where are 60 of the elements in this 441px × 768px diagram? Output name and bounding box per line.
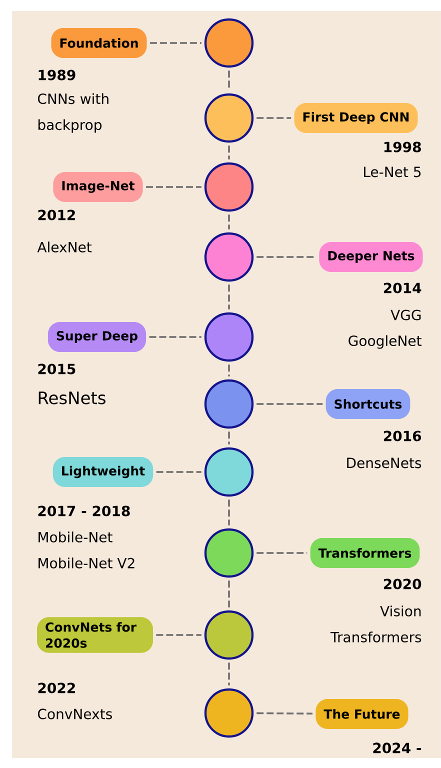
connector-line: [256, 712, 312, 715]
milestone-pill: Lightweight: [52, 457, 154, 487]
milestone-pill: Shortcuts: [326, 389, 410, 419]
connector-line: [228, 364, 230, 376]
description-text: VGG: [390, 310, 421, 320]
milestone-pill: Super Deep: [48, 322, 146, 352]
description-text: GoogleNet: [348, 335, 422, 349]
connector-line: [156, 471, 202, 473]
year-label: 2016: [384, 430, 422, 442]
description-text: ConvNexts: [38, 708, 112, 720]
connector-line: [228, 580, 230, 608]
timeline-circle: [204, 379, 254, 429]
milestone-pill: Deeper Nets: [319, 242, 423, 272]
connector-line: [228, 146, 230, 160]
description-text: AlexNet: [37, 242, 92, 252]
connector-line: [146, 186, 202, 188]
description-text: Mobile-Net V2: [38, 558, 134, 568]
description-text: Mobile-Net: [38, 532, 112, 542]
milestone-pill: First Deep CNN: [294, 103, 418, 133]
year-label: 2024 -: [373, 742, 422, 754]
connector-line: [228, 70, 230, 90]
description-text: Vision Transformers: [330, 606, 422, 642]
timeline-circle: [204, 312, 254, 362]
connector-line: [256, 117, 292, 119]
description-text: ResNets: [38, 392, 106, 404]
timeline-circle: [204, 232, 254, 282]
milestone-pill: The Future: [316, 699, 408, 729]
timeline-circle: [204, 447, 254, 497]
year-label: 2022: [38, 682, 75, 694]
timeline-circle: [204, 688, 254, 738]
year-label: 1998: [384, 142, 421, 152]
connector-line: [256, 403, 323, 405]
milestone-pill: Foundation: [51, 28, 147, 58]
milestone-pill: Transformers: [310, 538, 420, 568]
connector-line: [149, 336, 202, 338]
connector-line: [256, 256, 316, 258]
timeline-circle: [204, 162, 254, 212]
description-text: Le-Net 5: [364, 166, 421, 178]
timeline-circle: [204, 610, 254, 660]
year-label: 2015: [38, 364, 76, 374]
connector-line: [156, 634, 202, 636]
year-label: 2014: [384, 282, 422, 294]
year-label: 2020: [384, 578, 422, 590]
description-text: DenseNets: [347, 458, 422, 468]
timeline-circle: [204, 93, 254, 143]
connector-line: [256, 552, 308, 554]
milestone-pill: ConvNets for 2020s: [37, 617, 153, 653]
milestone-pill: Image-Net: [53, 172, 143, 202]
year-label: 2017 - 2018: [38, 506, 130, 516]
year-label: 2012: [38, 210, 75, 220]
timeline-circle: [204, 18, 254, 68]
connector-line: [150, 42, 202, 44]
timeline-circle: [204, 528, 254, 578]
year-label: 1989: [38, 70, 76, 80]
connector-line: [228, 500, 230, 526]
connector-line: [228, 284, 230, 310]
connector-line: [228, 432, 230, 444]
description-text: CNNs with backprop: [38, 93, 108, 133]
connector-line: [228, 214, 230, 230]
connector-line: [228, 662, 230, 686]
